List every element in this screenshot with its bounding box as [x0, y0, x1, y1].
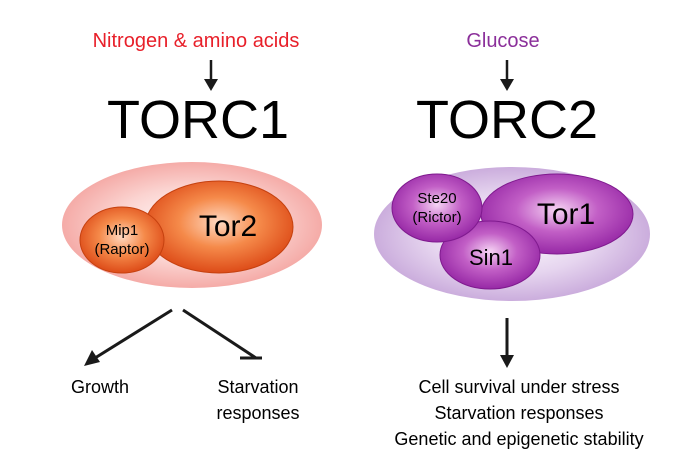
raptor-label: (Raptor) — [94, 241, 149, 258]
torc2-output-1: Cell survival under stress — [418, 377, 619, 397]
torc1-input-arrow — [204, 60, 218, 91]
torc2-output-arrow — [500, 318, 514, 368]
growth-label: Growth — [71, 377, 129, 397]
torc2-title: TORC2 — [416, 90, 598, 150]
torc1-inhibition-bar — [182, 308, 262, 360]
torc2-output-2: Starvation responses — [434, 403, 603, 423]
torc1-input-label: Nitrogen & amino acids — [93, 30, 300, 52]
ste20-subunit — [391, 173, 483, 243]
sin1-label: Sin1 — [469, 245, 513, 270]
mip1-label: Mip1 — [106, 222, 139, 239]
torc2-input-label: Glucose — [466, 30, 539, 52]
torc1-starvation-label-line2: responses — [216, 403, 299, 423]
sin1-subunit — [439, 220, 541, 290]
ste20-label: Ste20 — [417, 190, 456, 207]
tor1-label: Tor1 — [537, 198, 595, 231]
torc2-output-3: Genetic and epigenetic stability — [394, 429, 643, 449]
torc2-input-arrow — [500, 60, 514, 91]
torc1-title: TORC1 — [107, 90, 289, 150]
tor2-label: Tor2 — [199, 210, 257, 243]
torc1-starvation-label-line1: Starvation — [217, 377, 298, 397]
torc1-growth-arrow — [84, 308, 173, 366]
mip1-subunit — [79, 206, 165, 274]
rictor-label: (Rictor) — [412, 209, 461, 226]
